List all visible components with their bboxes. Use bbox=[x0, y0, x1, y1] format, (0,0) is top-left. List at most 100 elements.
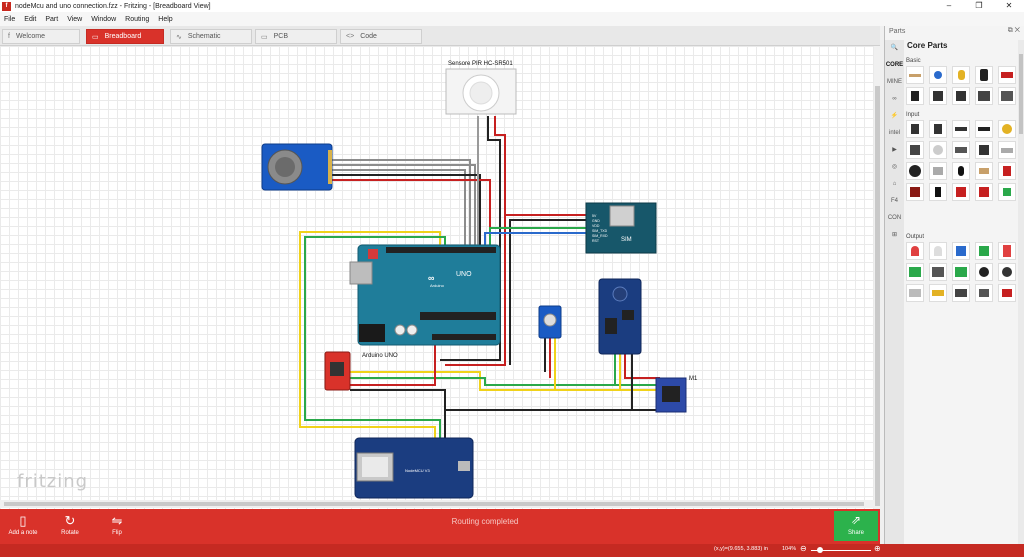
wires[interactable] bbox=[299, 116, 660, 440]
part-lcd-module[interactable] bbox=[975, 242, 993, 260]
rtc-module[interactable] bbox=[598, 278, 642, 355]
menu-part[interactable]: Part bbox=[45, 15, 59, 23]
part-sparkfun-board[interactable] bbox=[952, 183, 970, 201]
nodemcu-board[interactable]: NodeMCU V3 bbox=[354, 437, 474, 499]
part-oled-display[interactable] bbox=[929, 263, 947, 281]
canvas-vertical-scrollbar[interactable] bbox=[874, 46, 881, 509]
wire-black[interactable] bbox=[440, 116, 501, 361]
maximize-button[interactable]: ❐ bbox=[975, 1, 983, 10]
part-capacitor-ceramic[interactable] bbox=[929, 66, 947, 84]
wire-red[interactable] bbox=[330, 179, 491, 245]
part-potentiometer-trim[interactable] bbox=[929, 120, 947, 138]
wire-gray[interactable] bbox=[330, 164, 476, 245]
part-mosfet[interactable] bbox=[952, 87, 970, 105]
bin-play[interactable]: ▶ bbox=[892, 147, 897, 153]
tab-welcome[interactable]: f Welcome bbox=[2, 29, 80, 44]
part-tilt-switch[interactable] bbox=[998, 141, 1016, 159]
scroll-thumb[interactable] bbox=[1019, 54, 1023, 134]
part-seven-segment[interactable] bbox=[998, 242, 1016, 260]
part-dip-switch[interactable] bbox=[952, 141, 970, 159]
wire-yellow[interactable] bbox=[299, 231, 441, 440]
rotate-button[interactable]: ↻ Rotate bbox=[50, 512, 90, 536]
part-force-sensor[interactable] bbox=[998, 162, 1016, 180]
wire-red[interactable] bbox=[350, 345, 436, 386]
part-solenoid[interactable] bbox=[975, 284, 993, 302]
menu-routing[interactable]: Routing bbox=[125, 15, 150, 23]
bin-f4[interactable]: F4 bbox=[890, 198, 898, 204]
breadboard-canvas[interactable]: Sensore PIR HC-SR501 SIM 5V GND VDD SIM_… bbox=[0, 46, 880, 509]
bin-mine[interactable]: MINE bbox=[887, 79, 902, 85]
wire-black[interactable] bbox=[330, 174, 481, 245]
bin-intel[interactable]: intel bbox=[888, 130, 900, 136]
scroll-thumb[interactable] bbox=[4, 502, 864, 506]
part-transistor[interactable] bbox=[929, 87, 947, 105]
gas-sensor-module[interactable] bbox=[261, 143, 333, 191]
menu-window[interactable]: Window bbox=[91, 15, 117, 23]
part-servo[interactable] bbox=[952, 284, 970, 302]
bin-home[interactable]: ⌂ bbox=[892, 181, 897, 187]
share-button[interactable]: ⇗ Share bbox=[834, 511, 878, 541]
part-voltage-regulator[interactable] bbox=[975, 87, 993, 105]
part-inductor[interactable] bbox=[998, 66, 1016, 84]
wire-gray[interactable] bbox=[330, 169, 466, 245]
red-sensor-module[interactable] bbox=[324, 351, 351, 391]
wire-gray[interactable] bbox=[330, 159, 471, 245]
bin-core[interactable]: CORE bbox=[885, 62, 904, 68]
part-stepper[interactable] bbox=[929, 284, 947, 302]
part-resistor[interactable] bbox=[906, 66, 924, 84]
part-led[interactable] bbox=[906, 242, 924, 260]
add-note-button[interactable]: ▯ Add a note bbox=[3, 512, 43, 536]
wire-green[interactable] bbox=[489, 227, 588, 245]
part-keypad[interactable] bbox=[906, 141, 924, 159]
part-crystal[interactable] bbox=[998, 87, 1016, 105]
part-photocell[interactable] bbox=[975, 162, 993, 180]
part-slider[interactable] bbox=[952, 120, 970, 138]
part-switch[interactable] bbox=[975, 120, 993, 138]
part-speaker[interactable] bbox=[975, 263, 993, 281]
part-breakout-board[interactable] bbox=[975, 183, 993, 201]
menu-file[interactable]: File bbox=[4, 15, 16, 23]
zoom-out-icon[interactable]: ⊖ bbox=[800, 544, 807, 553]
bin-round[interactable]: ◎ bbox=[891, 164, 898, 170]
part-accelerometer[interactable] bbox=[998, 183, 1016, 201]
wire-black[interactable] bbox=[509, 219, 588, 365]
bin-grid[interactable]: ⊞ bbox=[891, 232, 898, 238]
part-piezo[interactable] bbox=[906, 162, 924, 180]
menu-view[interactable]: View bbox=[67, 15, 83, 23]
tab-pcb[interactable]: ▭ PCB bbox=[255, 29, 337, 44]
wire-red[interactable] bbox=[624, 354, 660, 379]
part-rgb-led[interactable] bbox=[929, 242, 947, 260]
search-icon[interactable]: 🔍 bbox=[890, 45, 899, 51]
bin-arduino[interactable]: ∞ bbox=[892, 96, 897, 102]
zoom-slider-knob[interactable] bbox=[817, 547, 823, 553]
wire-yellow[interactable] bbox=[350, 371, 660, 391]
part-display-module[interactable] bbox=[952, 263, 970, 281]
zoom-level[interactable]: 104% bbox=[782, 546, 796, 552]
part-led-matrix[interactable] bbox=[952, 242, 970, 260]
wire-green[interactable] bbox=[350, 377, 660, 386]
minimize-button[interactable]: – bbox=[946, 1, 952, 10]
wire-red[interactable] bbox=[445, 116, 506, 366]
ir-temperature-sensor[interactable] bbox=[538, 305, 562, 339]
part-temp-sensor[interactable] bbox=[929, 183, 947, 201]
part-diode[interactable] bbox=[906, 87, 924, 105]
flip-button[interactable]: ⇋ Flip bbox=[97, 512, 137, 536]
part-joystick[interactable] bbox=[929, 141, 947, 159]
bin-con[interactable]: CON bbox=[887, 215, 902, 221]
canvas-horizontal-scrollbar[interactable] bbox=[0, 500, 874, 508]
part-reed-switch[interactable] bbox=[929, 162, 947, 180]
menu-edit[interactable]: Edit bbox=[24, 15, 37, 23]
sim-module[interactable]: SIM 5V GND VDD SIM_TXD SIM_RXD RST bbox=[585, 202, 657, 254]
part-buzzer[interactable] bbox=[998, 263, 1016, 281]
arduino-uno-board[interactable]: ∞ UNO Arduino Arduino UNO bbox=[349, 244, 501, 359]
pir-sensor[interactable]: Sensore PIR HC-SR501 bbox=[445, 61, 517, 115]
menu-help[interactable]: Help bbox=[158, 15, 173, 23]
wire-red[interactable] bbox=[504, 214, 588, 245]
part-capacitor-tantalum[interactable] bbox=[952, 66, 970, 84]
bin-power[interactable]: ⚡ bbox=[890, 113, 899, 119]
part-pushbutton[interactable] bbox=[975, 141, 993, 159]
close-button[interactable]: ✕ bbox=[1005, 1, 1013, 10]
scroll-thumb[interactable] bbox=[875, 86, 880, 506]
part-thermistor[interactable] bbox=[952, 162, 970, 180]
tab-schematic[interactable]: ∿ Schematic bbox=[170, 29, 252, 44]
